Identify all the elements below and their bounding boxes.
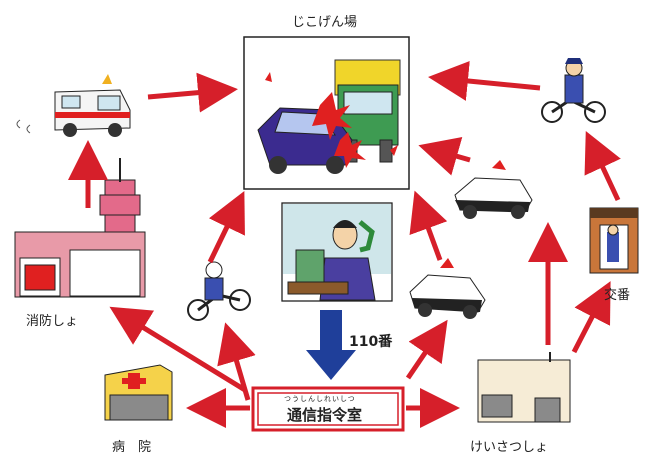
police-station-icon — [477, 352, 571, 423]
emergency-call-arrow — [306, 310, 356, 380]
command-center-box — [251, 386, 405, 432]
hospital-icon — [104, 364, 173, 421]
operator-icon — [287, 220, 376, 301]
car-crash-icon — [257, 72, 398, 174]
police-car-icon — [409, 258, 486, 319]
command-center-ruby: つうしんしれいしつ — [284, 395, 356, 403]
accident-scene-label: じこげん場 — [292, 15, 358, 30]
fire-station-icon — [14, 158, 146, 298]
fire-station-label: 消防しょ — [26, 314, 79, 329]
emergency-number-label: 110番 — [349, 334, 393, 350]
police-motorcycle-icon — [187, 261, 251, 321]
police-station-label: けいさつしょ — [470, 440, 549, 455]
truck-icon — [334, 59, 401, 163]
police-motorcycle-icon — [541, 58, 606, 123]
hospital-label: 病 院 — [112, 440, 152, 455]
accident-scene-panel — [243, 36, 410, 190]
operator-panel — [281, 202, 393, 302]
police-box-label: 交番 — [604, 288, 631, 303]
dispatch-arrows — [68, 61, 621, 428]
police-car-icon — [454, 160, 533, 219]
police-box-icon — [589, 207, 639, 274]
ambulance-icon — [16, 74, 131, 137]
command-center-label: 通信指令室 — [287, 406, 363, 424]
